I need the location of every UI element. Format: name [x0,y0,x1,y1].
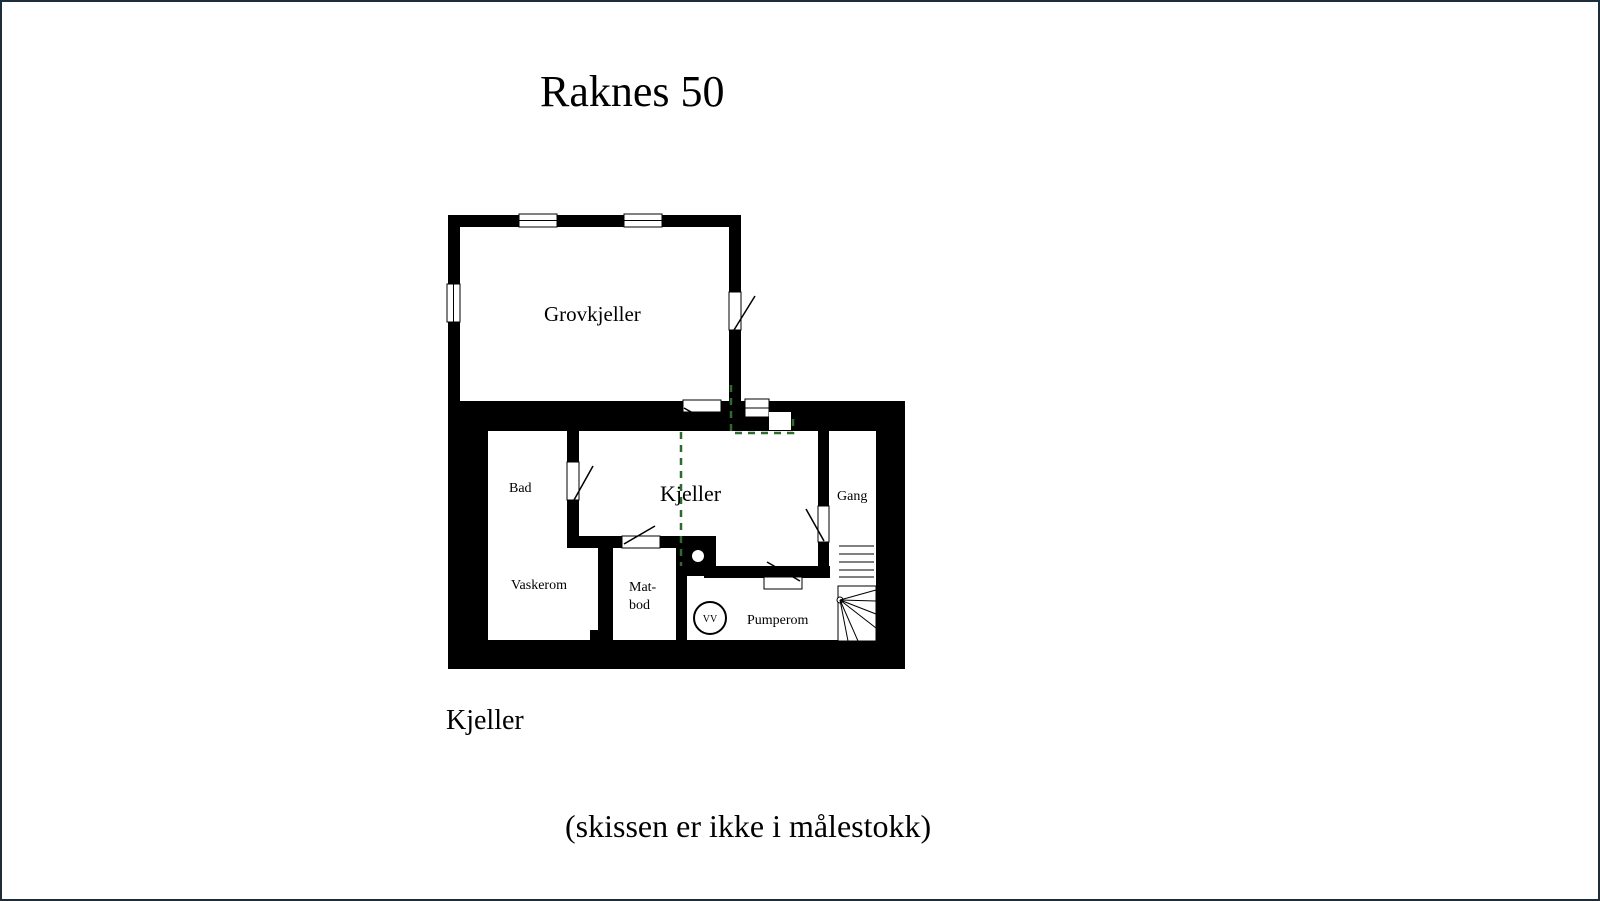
doors [566,291,830,590]
water-heater-icon [693,601,727,635]
room-label-gang: Gang [837,489,867,504]
room-label-vaskerom: Vaskerom [511,578,567,593]
window-lower-top [744,398,770,418]
room-label-bad: Bad [509,481,532,496]
wall-opening [769,412,791,430]
pillar-opening [692,550,704,562]
window-top-2 [623,213,663,228]
door-bad [566,461,594,501]
door-grovkjeller-east [728,291,756,331]
room-label-grovkjeller: Grovkjeller [544,302,641,326]
kjeller-outer-walls [448,401,905,669]
door-pumperom [763,561,803,590]
door-matbod [621,525,661,549]
windows [446,213,770,418]
door-gang [805,505,830,543]
scale-note: (skissen er ikke i målestokk) [565,808,932,844]
room-label-kjeller: Kjeller [660,481,722,506]
page-title: Raknes 50 [540,67,725,116]
dashed-lines [679,385,795,566]
door-grovkjeller-kjeller [682,399,722,427]
window-left [446,283,461,323]
stairs [836,544,877,642]
floor-label: Kjeller [446,705,524,736]
room-label-matbod-1: Mat- [629,580,657,595]
window-top-1 [518,213,558,228]
room-label-pumperom: Pumperom [747,613,809,628]
room-label-matbod-2: bod [629,598,650,613]
room-label-vv: VV [703,614,718,625]
